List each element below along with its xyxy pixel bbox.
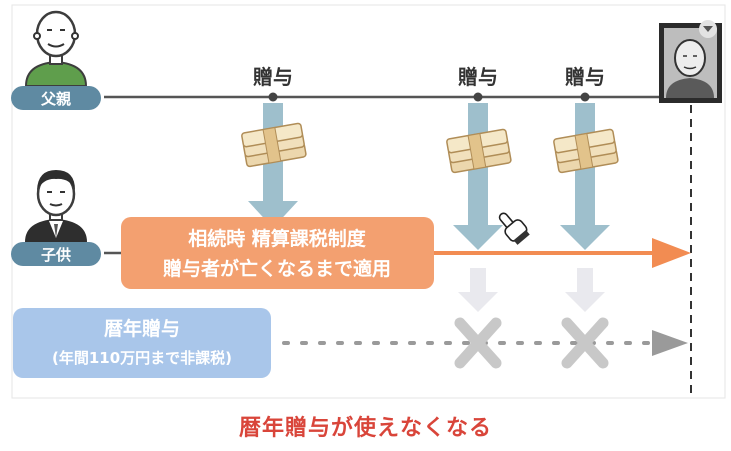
cross-mark-icon — [454, 317, 502, 369]
father-avatar-icon — [24, 10, 88, 87]
settlement-line1: 相続時 精算課税制度 — [188, 227, 367, 250]
settlement-arrowhead — [652, 238, 691, 268]
blocked-gift-arrow-2 — [458, 268, 498, 312]
gift-label-1: 贈与 — [253, 65, 293, 89]
money-bundle-icon — [241, 122, 307, 168]
panel-frame — [11, 4, 726, 399]
cross-mark-icon — [561, 317, 609, 369]
settlement-box: 相続時 精算課税制度 贈与者が亡くなるまで適用 — [121, 217, 434, 289]
child-label-pill: 子供 — [11, 242, 101, 266]
caption: 暦年贈与が使えなくなる — [238, 416, 492, 441]
gift-label-3: 贈与 — [565, 65, 605, 89]
child-avatar-icon — [24, 170, 88, 243]
money-bundle-icon — [446, 128, 512, 174]
child-label: 子供 — [41, 246, 71, 264]
pointer-hand-icon — [498, 212, 530, 245]
annual-line2: (年間110万円まで非課税) — [52, 349, 232, 367]
annual-gift-box: 暦年贈与 (年間110万円まで非課税) — [13, 308, 271, 378]
annual-line1: 暦年贈与 — [104, 317, 180, 340]
dropdown-icon[interactable] — [703, 26, 713, 32]
settlement-line2: 贈与者が亡くなるまで適用 — [163, 257, 391, 280]
gift-label-2: 贈与 — [458, 65, 498, 89]
father-label-pill: 父親 — [11, 86, 101, 110]
annual-arrowhead — [652, 330, 688, 356]
money-bundle-icon — [553, 128, 619, 174]
blocked-gift-arrow-3 — [565, 268, 605, 312]
father-label: 父親 — [40, 90, 71, 108]
memorial-portrait-icon — [659, 20, 722, 103]
